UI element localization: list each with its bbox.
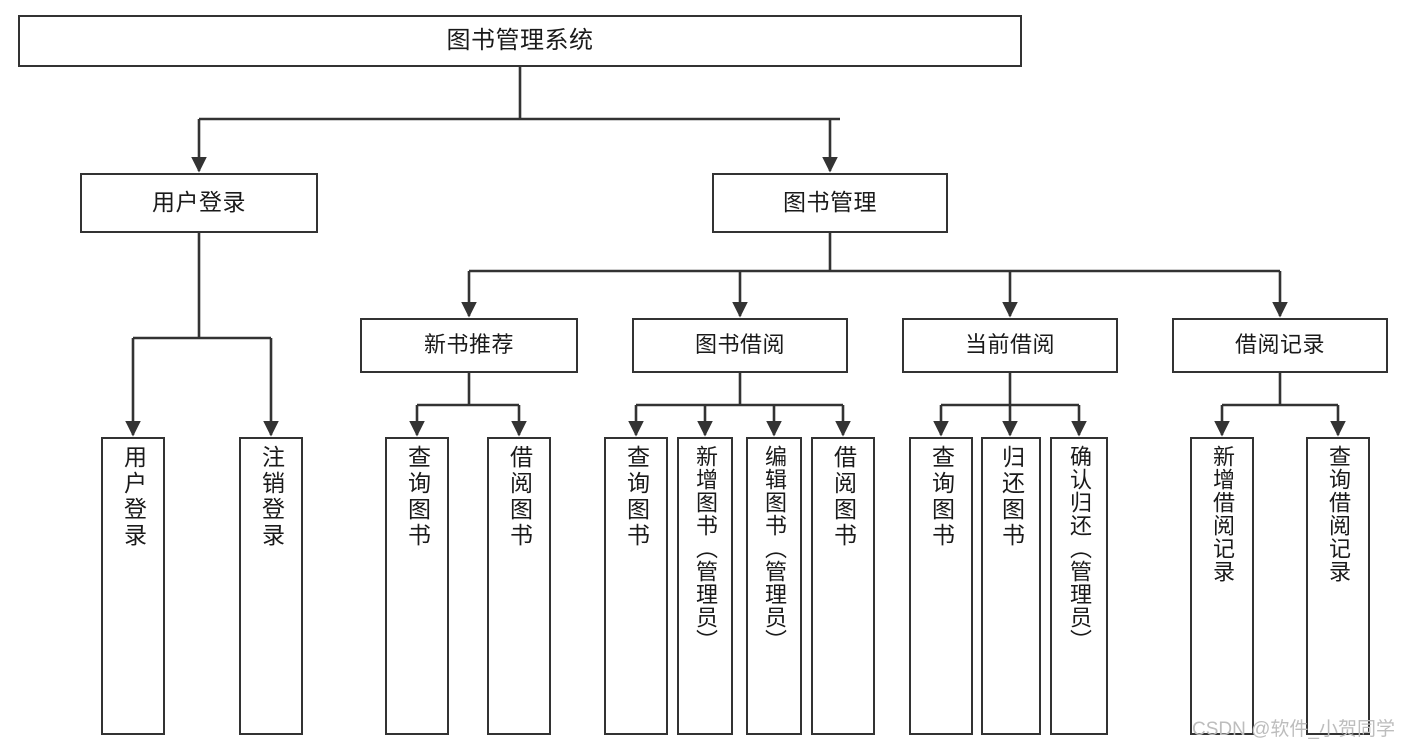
node-leaf-user-login[interactable]: 用户登录 [101,437,165,735]
node-leaf-add-book-admin[interactable]: 新增图书（管理员） [677,437,733,735]
node-root-system[interactable]: 图书管理系统 [18,15,1022,67]
node-label: 用户登录 [120,445,147,549]
node-label: 注销登录 [258,445,285,549]
node-label: 借阅图书 [506,445,533,549]
node-leaf-query-book-current[interactable]: 查询图书 [909,437,973,735]
node-label: 归还图书 [998,445,1025,549]
node-label: 借阅图书 [830,445,857,549]
node-leaf-borrow-book-recommend[interactable]: 借阅图书 [487,437,551,735]
node-label: 图书管理 [783,189,877,216]
node-leaf-logout[interactable]: 注销登录 [239,437,303,735]
node-label: 编辑图书（管理员） [762,445,787,652]
node-label: 图书管理系统 [446,26,594,54]
node-label: 新增图书（管理员） [693,445,718,652]
node-leaf-return-book[interactable]: 归还图书 [981,437,1041,735]
node-leaf-query-borrow-record[interactable]: 查询借阅记录 [1306,437,1370,735]
node-leaf-borrow-book[interactable]: 借阅图书 [811,437,875,735]
node-label: 图书借阅 [694,332,785,358]
node-branch-book-management[interactable]: 图书管理 [712,173,948,233]
node-label: 查询图书 [623,445,650,549]
node-label: 用户登录 [152,189,246,216]
node-label: 借阅记录 [1234,332,1325,358]
node-leaf-query-book-borrow[interactable]: 查询图书 [604,437,668,735]
node-branch-user-login[interactable]: 用户登录 [80,173,318,233]
node-label: 查询图书 [928,445,955,549]
node-label: 新书推荐 [423,332,514,358]
node-group-current-borrow[interactable]: 当前借阅 [902,318,1118,373]
node-leaf-query-book-recommend[interactable]: 查询图书 [385,437,449,735]
node-label: 查询图书 [404,445,431,549]
watermark-text: CSDN @软件_小贺同学 [1192,719,1395,740]
node-group-borrow-records[interactable]: 借阅记录 [1172,318,1388,373]
node-label: 新增借阅记录 [1210,445,1235,583]
node-group-new-book-recommend[interactable]: 新书推荐 [360,318,578,373]
node-leaf-add-borrow-record[interactable]: 新增借阅记录 [1190,437,1254,735]
node-leaf-confirm-return-admin[interactable]: 确认归还（管理员） [1050,437,1108,735]
node-label: 查询借阅记录 [1326,445,1351,583]
node-label: 确认归还（管理员） [1067,445,1092,652]
node-leaf-edit-book-admin[interactable]: 编辑图书（管理员） [746,437,802,735]
node-label: 当前借阅 [964,332,1055,358]
node-group-book-borrow[interactable]: 图书借阅 [632,318,848,373]
